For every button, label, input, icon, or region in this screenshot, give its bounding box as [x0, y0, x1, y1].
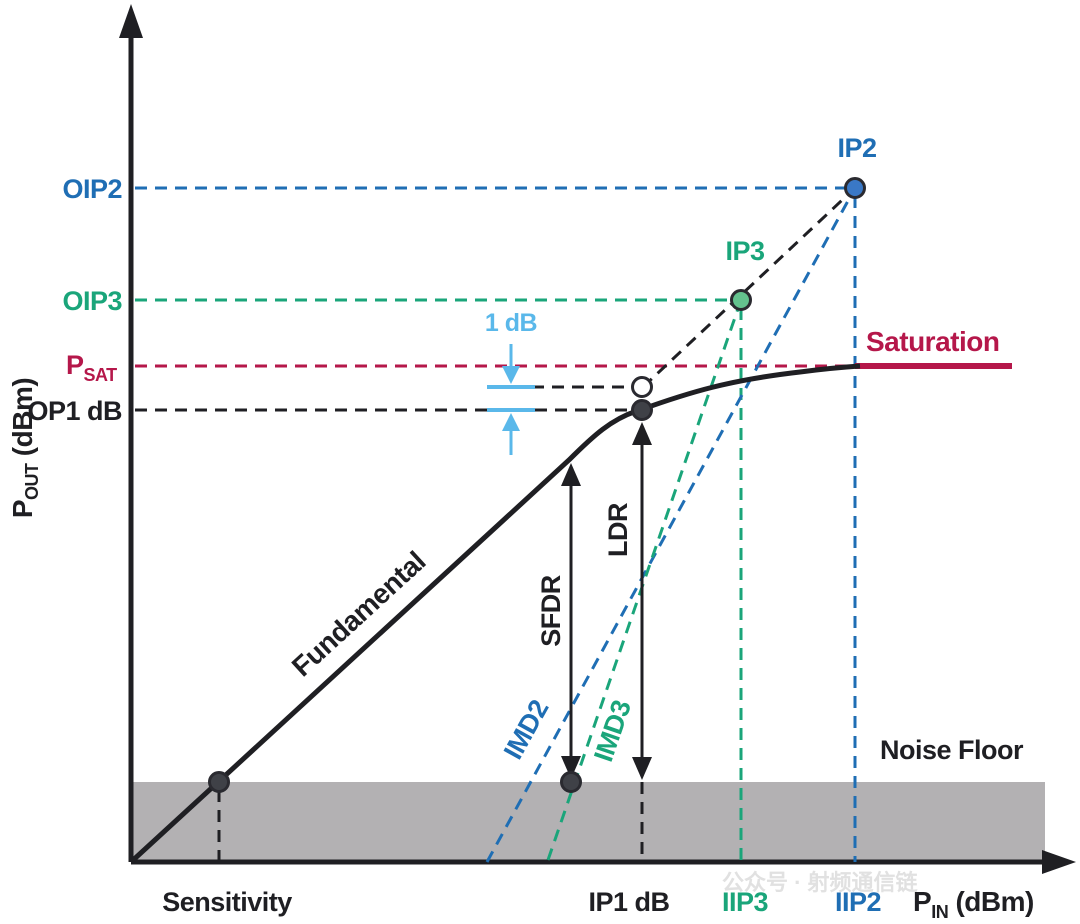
- noise-floor-band: [131, 782, 1045, 862]
- imd-floor-marker: [560, 771, 582, 793]
- ip3-label: IP3: [725, 236, 765, 266]
- noise-floor-label: Noise Floor: [880, 735, 1024, 765]
- imd2-line: [485, 187, 857, 863]
- saturation-label: Saturation: [866, 326, 999, 357]
- ip2-marker: [844, 177, 866, 199]
- sfdr-arrow-head-bottom: [561, 756, 581, 779]
- one-db-arrow-bottom-head: [502, 413, 520, 431]
- fundamental-label: Fundamental: [286, 546, 431, 683]
- sfdr-label: SFDR: [536, 575, 566, 647]
- imd3-label: IMD3: [588, 696, 637, 765]
- x-axis-arrow: [1042, 850, 1076, 874]
- iip3-label: IIP3: [722, 887, 769, 917]
- y-axis-title: POUT (dBm): [7, 378, 42, 518]
- ldr-arrow-head-bottom: [632, 757, 652, 780]
- sensitivity-label: Sensitivity: [162, 887, 292, 917]
- y-axis-arrow: [119, 4, 143, 38]
- iip2-label: IIP2: [835, 887, 881, 917]
- sfdr-arrow-head-top: [561, 463, 581, 486]
- fundamental-curve: [129, 363, 861, 864]
- ip1db-label: IP1 dB: [588, 887, 669, 917]
- ip3-marker: [730, 289, 752, 311]
- ideal-1db-marker: [631, 376, 653, 398]
- ldr-arrow-head-top: [632, 422, 652, 445]
- oip3-label: OIP3: [62, 286, 122, 316]
- ip2-label: IP2: [837, 133, 876, 163]
- oip2-label: OIP2: [62, 174, 122, 204]
- fundamental-extrapolation: [641, 186, 857, 389]
- ldr-label: LDR: [603, 503, 633, 557]
- x-axis-title: PIN (dBm): [913, 886, 1034, 922]
- watermark: 公众号 · 射频通信链: [722, 870, 918, 895]
- op1db-label: OP1 dB: [27, 396, 122, 426]
- sensitivity-marker: [208, 771, 230, 793]
- p1db-marker: [631, 399, 653, 421]
- one-db-label: 1 dB: [485, 309, 537, 337]
- one-db-arrow-top-head: [502, 366, 520, 384]
- psat-label: PSAT: [66, 350, 117, 385]
